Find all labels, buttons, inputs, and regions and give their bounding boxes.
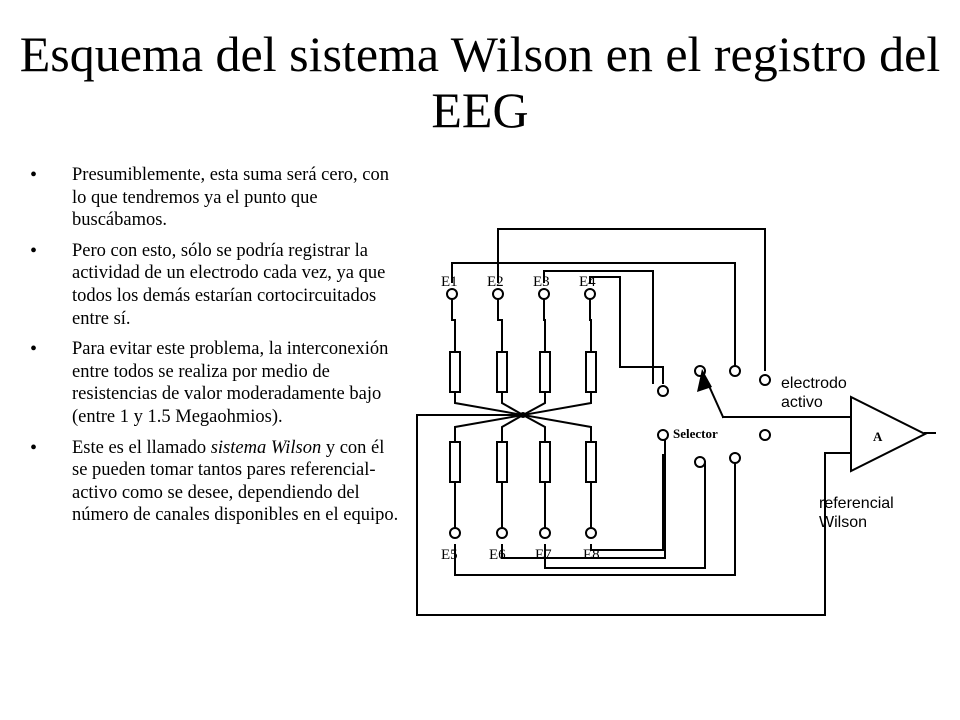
- bullet-text: Pero con esto, sólo se podría registrar …: [72, 240, 386, 329]
- bullet-dot: •: [30, 239, 38, 262]
- bullet-text-emphasis: sistema Wilson: [210, 437, 322, 458]
- amplifier-label: A: [873, 429, 883, 444]
- bullet-item: • Presumiblemente, esta suma será cero, c…: [30, 164, 402, 232]
- bullet-dot: •: [30, 436, 38, 459]
- electrode-label-e4: E4: [579, 274, 596, 290]
- selector-arrowhead: [697, 369, 712, 392]
- selector-label: Selector: [673, 426, 718, 441]
- electrode-label-e2: E2: [487, 274, 504, 290]
- slide-title: Esquema del sistema Wilson en el registr…: [0, 26, 960, 138]
- electrode-label-e5: E5: [441, 547, 458, 563]
- slide-title-text: Esquema del sistema Wilson en el registr…: [19, 26, 941, 138]
- active-electrode-label-line2: activo: [781, 394, 823, 411]
- bullet-text: Presumiblemente, esta suma será cero, co…: [72, 165, 389, 231]
- electrode-label-e1: E1: [441, 274, 458, 290]
- bullet-dot: •: [30, 164, 38, 186]
- bullet-item: • Este es el llamado sistema Wilson y con…: [30, 437, 402, 527]
- reference-label-line1: referencial: [819, 495, 894, 512]
- electrode-label-e7: E7: [535, 547, 552, 563]
- bullet-item: • Para evitar este problema, la intercone…: [30, 338, 402, 428]
- electrode-label-e8: E8: [583, 547, 600, 563]
- bullet-text-post: y con él se pueden tomar tantos pares re…: [72, 437, 399, 526]
- electrode-label-e6: E6: [489, 547, 506, 563]
- top-electrode-wiring: [449, 297, 597, 529]
- selector-wiring: [416, 228, 936, 616]
- electrode-label-e3: E3: [533, 274, 550, 290]
- selector-contacts: [657, 365, 771, 468]
- wilson-junction: [520, 412, 526, 418]
- wilson-system-diagram: E1 E2 E3 E4 E5 E6 E7 E8 Selector A elect…: [416, 228, 936, 616]
- bullet-dot: •: [30, 338, 38, 361]
- bullet-text-pre: Este es el llamado: [72, 437, 211, 458]
- bullet-list: • Presumiblemente, esta suma será cero, c…: [30, 164, 402, 535]
- active-electrode-label-line1: electrodo: [781, 375, 847, 392]
- amplifier-triangle: [850, 395, 928, 473]
- reference-label-line2: Wilson: [819, 514, 867, 531]
- bullet-text: Para evitar este problema, la interconex…: [72, 339, 389, 427]
- bullet-item: • Pero con esto, sólo se podría registrar…: [30, 240, 402, 330]
